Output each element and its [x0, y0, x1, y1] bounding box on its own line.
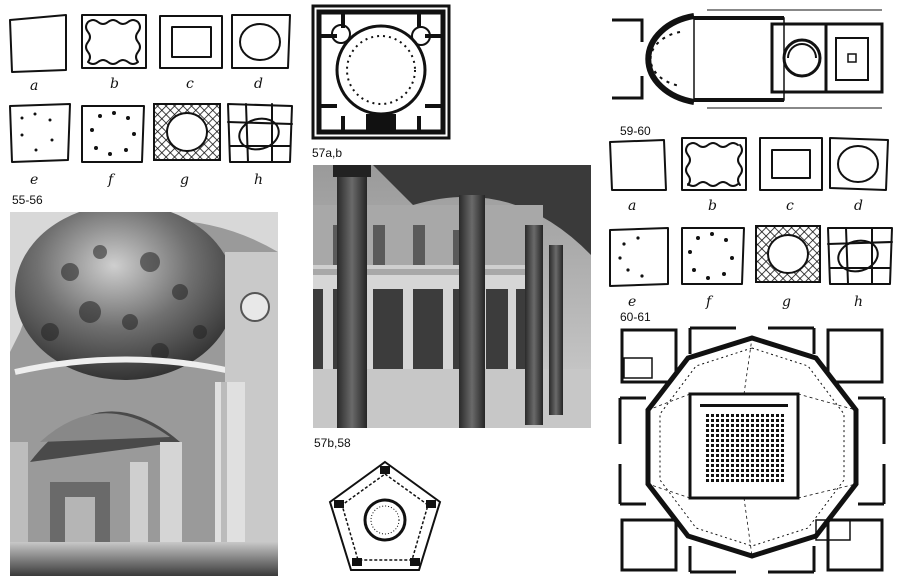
- letter-a: a: [30, 78, 38, 94]
- sketch-b-2: [681, 137, 747, 191]
- circular-plan-57ab: [311, 4, 451, 140]
- sketch-d-2: [829, 137, 889, 191]
- sketch-a-2: [609, 139, 667, 191]
- caption-55-56: 55-56: [12, 193, 43, 207]
- sketch-f: [81, 105, 145, 163]
- courtyard-photo: [313, 165, 591, 428]
- letter-d-2: d: [854, 198, 863, 214]
- caption-60-61: 60-61: [620, 310, 651, 324]
- letter-c: c: [186, 76, 194, 92]
- letter-e-2: e: [628, 294, 636, 310]
- sketch-d: [231, 14, 291, 69]
- sketch-b: [81, 14, 147, 69]
- letter-g-2: g: [782, 294, 791, 310]
- letter-b-2: b: [708, 198, 717, 214]
- letter-e: e: [30, 172, 38, 188]
- letter-h: h: [254, 172, 263, 188]
- caption-59-60: 59-60: [620, 124, 651, 138]
- sketch-h-2: [827, 227, 893, 285]
- sketch-e: [9, 103, 71, 163]
- sketch-e-2: [609, 227, 669, 287]
- auditorium-plan: [616, 324, 888, 574]
- letter-d: d: [254, 76, 263, 92]
- diagram-set-right: a b c d e f g h: [609, 137, 893, 310]
- basilica-plan-59-60: [612, 4, 884, 110]
- sketch-g-2: [755, 225, 821, 283]
- sketch-c: [159, 15, 223, 69]
- pentagon-plan: [328, 460, 442, 571]
- letter-b: b: [110, 76, 119, 92]
- sketch-f-2: [681, 227, 745, 285]
- sketch-g: [153, 103, 221, 161]
- letter-f: f: [107, 172, 116, 188]
- caption-57b58: 57b,58: [314, 436, 351, 450]
- sketch-h: [227, 103, 293, 163]
- sketch-a: [9, 14, 67, 73]
- sketch-c-2: [759, 137, 823, 191]
- diagram-set-left: a b c d e f g h: [9, 14, 293, 188]
- letter-a-2: a: [628, 198, 636, 214]
- letter-h-2: h: [854, 294, 863, 310]
- caption-57ab: 57a,b: [312, 146, 343, 160]
- letter-g: g: [180, 172, 189, 188]
- letter-c-2: c: [786, 198, 794, 214]
- church-interior-photo: [10, 212, 278, 576]
- letter-f-2: f: [705, 294, 714, 310]
